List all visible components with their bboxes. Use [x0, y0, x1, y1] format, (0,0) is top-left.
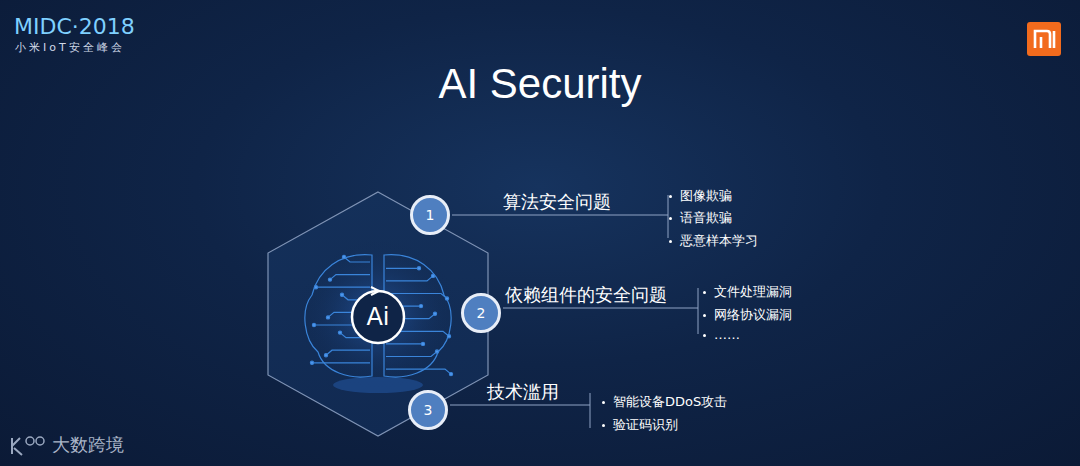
bullet-dot: [602, 401, 605, 404]
numbered-item: 2依赖组件的安全问题: [461, 293, 501, 333]
bullet: ……: [714, 327, 740, 342]
bullet-dot: [669, 240, 672, 243]
bullet: 图像欺骗: [680, 187, 732, 205]
bullet-dot: [669, 195, 672, 198]
callout-number: 1: [410, 195, 450, 235]
ai-ring: [352, 291, 404, 343]
hexagon-frame: [268, 192, 488, 436]
item-heading: 技术滥用: [487, 380, 559, 404]
ai-arrow: [371, 287, 379, 295]
watermark: 大数跨境: [52, 433, 124, 457]
event-subtitle: 小米IoT安全峰会: [15, 40, 125, 55]
bullet: 网络协议漏洞: [714, 306, 792, 324]
bullet-dot: [703, 314, 706, 317]
bullet-dot: [703, 291, 706, 294]
mi-mark: [1035, 31, 1054, 48]
numbered-item: 3技术滥用: [408, 390, 448, 430]
watermark-logo: [12, 438, 22, 455]
watermark-logo: [36, 437, 44, 445]
item-heading: 依赖组件的安全问题: [505, 283, 667, 307]
leader-lines: [450, 195, 698, 428]
brain-circuit: [305, 255, 453, 377]
bullet: 语音欺骗: [680, 209, 732, 227]
bullet-dot: [602, 424, 605, 427]
callout-number: 2: [461, 293, 501, 333]
bullet: 恶意样本学习: [680, 232, 758, 250]
bullet: 智能设备DDoS攻击: [613, 393, 727, 411]
brain-glow: [298, 240, 458, 390]
bullet-dot: [669, 217, 672, 220]
callout-number: 3: [408, 390, 448, 430]
watermark-logo: [26, 437, 34, 445]
bullet: 文件处理漏洞: [714, 283, 792, 301]
bullet-dot: [703, 334, 706, 337]
bullet: 验证码识别: [613, 416, 678, 434]
mi-logo: [1027, 22, 1061, 56]
slide-title: AI Security: [438, 60, 641, 108]
brain-base: [333, 377, 423, 393]
item-heading: 算法安全问题: [503, 190, 611, 214]
ai-mark: Ai: [366, 303, 389, 331]
event-logo: MIDC·2018: [14, 14, 135, 39]
numbered-item: 1算法安全问题: [410, 195, 450, 235]
